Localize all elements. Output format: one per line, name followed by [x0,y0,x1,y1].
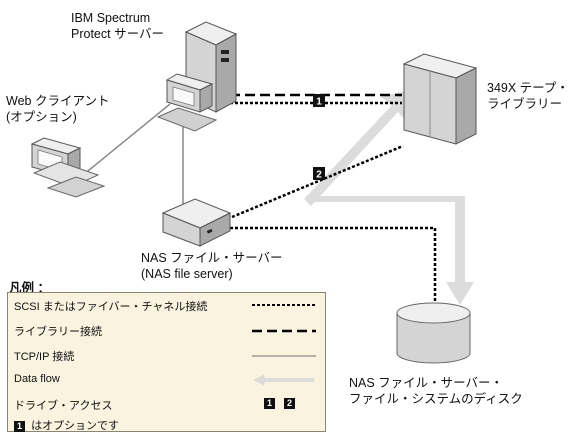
legend-tcpip-sample [252,355,316,357]
legend-library-sample [252,329,316,333]
nas-server-icon [161,198,232,247]
legend-optional-text: はオプションです [31,420,120,432]
legend-scsi-sample [252,304,316,306]
tcpip-connections [71,103,184,205]
web-client-label: Web クライアント (オプション) [6,93,109,125]
legend-library-label: ライブラリー接続 [14,326,102,338]
legend-title: 凡例 ： [9,281,50,295]
legend-dataflow-sample [253,374,315,386]
tcpip-line-client-server [71,103,171,185]
nas-disk-label-line-1: NAS ファイル・サーバー・ [349,376,504,390]
legend-drive-label: ドライブ・アクセス [14,400,113,412]
legend-dataflow-label: Data flow [14,373,60,385]
nas-disk-label-line-2: ファイル・システムのディスク [349,392,523,406]
legend-tcpip-label: TCP/IP 接続 [14,351,75,363]
web-client-label-line-1: Web クライアント [6,94,110,108]
server-label: IBM Spectrum Protect サーバー [71,10,164,42]
tape-library-icon [402,53,478,145]
tape-library-label-line-2: ライブラリー [487,97,563,111]
nas-server-label-line-1: NAS ファイル・サーバー [141,251,283,265]
legend-box: SCSI またはファイバー・チャネル接続 ライブラリー接続 TCP/IP 接続 … [7,292,326,432]
scsi-line-nas-disk [225,226,437,310]
server-label-line-1: IBM Spectrum [71,11,151,25]
data-flow-arrow-to-disk [306,196,474,305]
nas-disk-icon [396,302,471,364]
legend-optional-badge: 1 [14,420,25,432]
tape-library-label-line-1: 349X テープ・ [487,81,569,95]
scsi-line-nas-library [231,144,404,219]
legend-optional-note: 1 はオプションです [14,417,119,433]
web-client-label-line-2: (オプション) [6,110,77,124]
drive-access-marker-1: 1 [313,94,325,108]
server-label-line-2: Protect サーバー [71,27,164,41]
marker-2-text: 2 [316,170,322,181]
legend-scsi-label: SCSI またはファイバー・チャネル接続 [14,301,208,313]
console-computer-icon [156,73,218,132]
legend-drive-badges: 1 2 [264,397,296,409]
nas-disk-label: NAS ファイル・サーバー・ ファイル・システムのディスク [349,375,523,407]
drive-access-marker-2: 2 [313,167,325,181]
web-client-computer-icon [30,137,106,198]
legend-drive-badge-1: 1 [264,397,275,409]
legend-drive-badge-2: 2 [284,397,296,409]
nas-server-label: NAS ファイル・サーバー (NAS file server) [141,250,283,282]
marker-1-text: 1 [316,97,322,108]
tape-library-label: 349X テープ・ ライブラリー [487,80,569,112]
nas-server-label-line-2: (NAS file server) [141,267,233,281]
